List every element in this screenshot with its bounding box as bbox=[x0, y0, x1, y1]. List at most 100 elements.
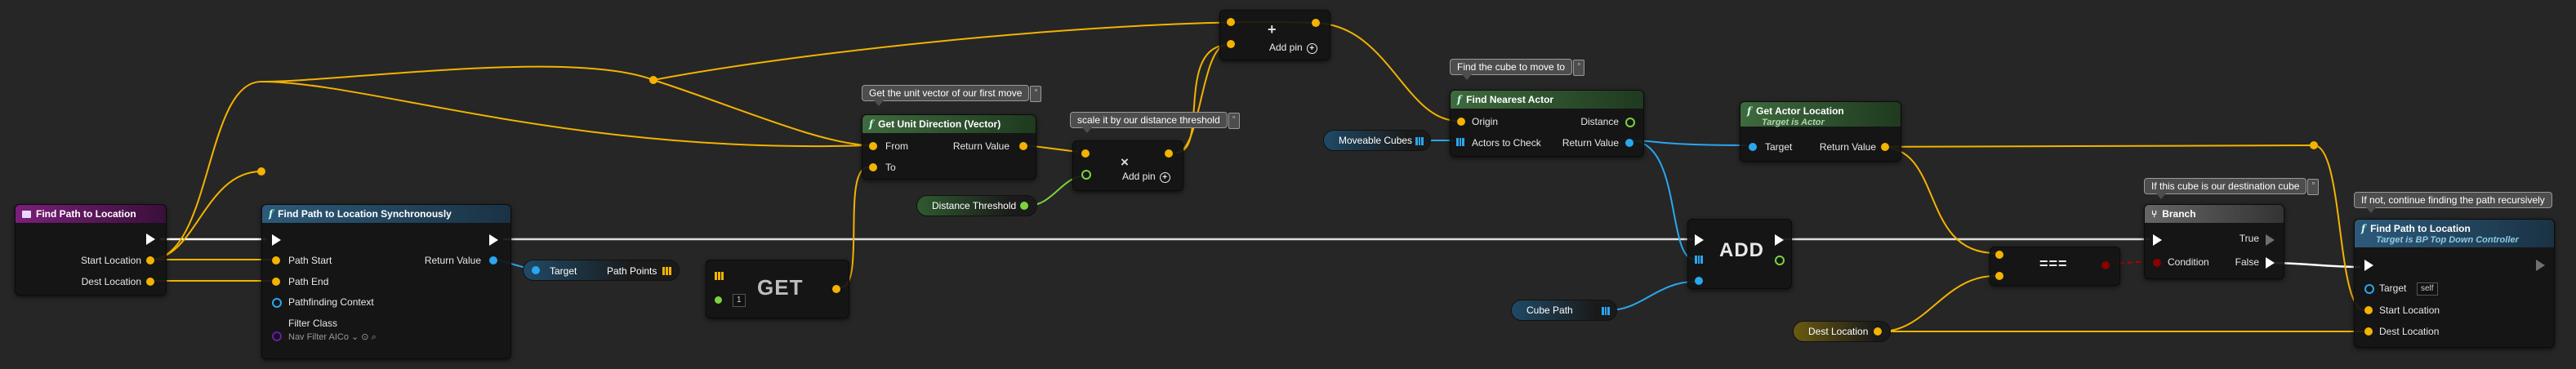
pin-start-location[interactable] bbox=[2364, 306, 2373, 314]
exec-in-pin[interactable] bbox=[2153, 234, 2162, 246]
index-input[interactable]: 1 bbox=[733, 294, 746, 307]
variable-label: Moveable Cubes bbox=[1339, 135, 1413, 146]
node-moveable-cubes[interactable]: Moveable Cubes bbox=[1323, 130, 1431, 151]
comment-destination[interactable]: If this cube is our destination cube ▫ bbox=[2144, 178, 2320, 199]
pin-dest-location[interactable] bbox=[2364, 327, 2373, 336]
pin-distance[interactable] bbox=[1625, 118, 1635, 127]
array-pin-moveable-cubes[interactable] bbox=[1415, 137, 1424, 145]
pin-target[interactable] bbox=[1749, 143, 1757, 151]
node-header[interactable]: ⑂ Branch bbox=[2145, 205, 2284, 223]
exec-false-pin[interactable] bbox=[2266, 257, 2275, 269]
node-path-points[interactable]: Target Path Points bbox=[523, 260, 680, 281]
pin-new-item[interactable] bbox=[1695, 277, 1703, 285]
node-header[interactable]: f Get Unit Direction (Vector) bbox=[862, 115, 1036, 133]
pin-out[interactable] bbox=[2101, 261, 2110, 269]
pin-out[interactable] bbox=[1312, 19, 1320, 27]
pin-a[interactable] bbox=[1227, 18, 1235, 26]
pin-start-location[interactable] bbox=[146, 256, 154, 265]
node-find-path-sync[interactable]: f Find Path to Location Synchronously Pa… bbox=[261, 204, 511, 359]
comment-text: If this cube is our destination cube bbox=[2151, 180, 2300, 192]
node-array-add[interactable]: ADD bbox=[1687, 219, 1792, 289]
pin-dest-location[interactable] bbox=[146, 278, 154, 286]
pin-return-value[interactable] bbox=[1019, 142, 1027, 150]
node-find-path-call[interactable]: f Find Path to Location Target is BP Top… bbox=[2354, 219, 2555, 348]
array-pin-path-points[interactable] bbox=[662, 267, 674, 275]
array-pin-target[interactable] bbox=[1695, 256, 1704, 264]
pin-from[interactable] bbox=[869, 142, 877, 150]
node-branch[interactable]: ⑂ Branch True Condition False bbox=[2144, 204, 2284, 279]
node-find-nearest-actor[interactable]: f Find Nearest Actor Origin Distance Act… bbox=[1450, 90, 1644, 157]
array-pin-in[interactable] bbox=[715, 272, 726, 280]
node-title: Find Path to Location bbox=[36, 208, 136, 220]
comment-toggle-icon[interactable]: ▫ bbox=[1573, 60, 1585, 76]
add-pin-button[interactable]: Add pin+ bbox=[1122, 171, 1170, 183]
exec-out-pin[interactable] bbox=[489, 234, 498, 246]
pin-return-value[interactable] bbox=[489, 256, 497, 265]
comment-unit-vector[interactable]: Get the unit vector of our first move ▫ bbox=[862, 85, 1042, 106]
pin-to[interactable] bbox=[869, 163, 877, 171]
array-pin-actors-to-check[interactable] bbox=[1456, 138, 1465, 146]
pin-target[interactable] bbox=[2364, 284, 2374, 294]
comment-scale[interactable]: scale it by our distance threshold ▫ bbox=[1070, 112, 1240, 133]
pin-origin[interactable] bbox=[1457, 118, 1465, 126]
node-header[interactable]: f Get Actor Location Target is Actor bbox=[1740, 102, 1901, 127]
pin-path-start[interactable] bbox=[272, 256, 280, 265]
node-header[interactable]: f Find Nearest Actor bbox=[1451, 91, 1643, 109]
exec-in-pin[interactable] bbox=[2364, 260, 2373, 271]
node-header[interactable]: f Find Path to Location Synchronously bbox=[262, 205, 510, 223]
add-pin-button[interactable]: Add pin+ bbox=[1269, 42, 1317, 54]
node-title: Get Actor Location bbox=[1756, 105, 1844, 117]
pin-return-value[interactable] bbox=[1625, 139, 1633, 147]
node-multiply[interactable]: × Add pin+ bbox=[1072, 140, 1183, 191]
pin-a[interactable] bbox=[1081, 149, 1090, 158]
pin-label-actors-to-check: Actors to Check bbox=[1472, 137, 1541, 149]
event-node-find-path[interactable]: Find Path to Location Start Location Des… bbox=[15, 204, 167, 296]
pin-b[interactable] bbox=[1227, 40, 1235, 48]
exec-out-outline bbox=[2536, 260, 2545, 271]
node-equal[interactable]: === bbox=[1990, 247, 2120, 286]
node-title: ADD bbox=[1719, 239, 1764, 261]
pin-out[interactable] bbox=[1165, 149, 1173, 158]
comment-recursive[interactable]: If not, continue finding the path recurs… bbox=[2354, 192, 2552, 213]
pin-out[interactable] bbox=[832, 285, 840, 293]
pin-b[interactable] bbox=[1995, 272, 2003, 280]
comment-find-cube[interactable]: Find the cube to move to ▫ bbox=[1450, 59, 1585, 80]
node-header[interactable]: f Find Path to Location Target is BP Top… bbox=[2355, 220, 2554, 247]
pin-filter-class[interactable] bbox=[272, 331, 282, 341]
node-get[interactable]: GET 1 bbox=[706, 260, 849, 318]
comment-toggle-icon[interactable]: ▫ bbox=[1228, 113, 1240, 129]
node-get-actor-location[interactable]: f Get Actor Location Target is Actor Tar… bbox=[1740, 101, 1901, 162]
node-add-vector[interactable]: + Add pin+ bbox=[1219, 10, 1330, 60]
pin-label-return-value: Return Value bbox=[1819, 141, 1876, 153]
variable-label: Cube Path bbox=[1526, 305, 1573, 316]
event-node-header[interactable]: Find Path to Location bbox=[16, 205, 166, 223]
pin-label-to: To bbox=[885, 162, 896, 173]
comment-text: Get the unit vector of our first move bbox=[869, 87, 1023, 99]
exec-out-pin[interactable] bbox=[146, 233, 155, 245]
node-dest-location[interactable]: Dest Location bbox=[1793, 321, 1891, 342]
pin-pathfinding-context[interactable] bbox=[272, 298, 282, 308]
exec-out-pin[interactable] bbox=[1775, 234, 1784, 246]
pin-index[interactable] bbox=[715, 296, 722, 304]
pin-condition[interactable] bbox=[2153, 259, 2161, 267]
exec-in-pin[interactable] bbox=[272, 234, 281, 246]
array-pin-cube-path[interactable] bbox=[1602, 307, 1611, 315]
filter-class-dropdown[interactable]: Nav Filter AICo ⌄ ⊙ ⌕ bbox=[288, 332, 377, 342]
pin-target[interactable] bbox=[532, 266, 540, 274]
pin-label-true: True bbox=[2239, 233, 2259, 244]
node-distance-threshold[interactable]: Distance Threshold bbox=[916, 195, 1037, 216]
pin-a[interactable] bbox=[1995, 251, 2003, 259]
pin-index-out[interactable] bbox=[1775, 256, 1785, 265]
pin-return-value[interactable] bbox=[1881, 143, 1889, 151]
node-cube-path[interactable]: Cube Path bbox=[1511, 300, 1617, 321]
pin-dest-location[interactable] bbox=[1874, 327, 1882, 336]
comment-toggle-icon[interactable]: ▫ bbox=[2307, 179, 2320, 195]
comment-toggle-icon[interactable]: ▫ bbox=[1030, 86, 1042, 102]
pin-b[interactable] bbox=[1081, 170, 1091, 180]
pin-distance-threshold[interactable] bbox=[1020, 202, 1028, 210]
pin-path-end[interactable] bbox=[272, 278, 280, 286]
node-get-unit-direction[interactable]: f Get Unit Direction (Vector) From Retur… bbox=[862, 114, 1036, 180]
exec-in-pin[interactable] bbox=[1695, 234, 1704, 246]
target-self-value[interactable]: self bbox=[2417, 282, 2438, 296]
